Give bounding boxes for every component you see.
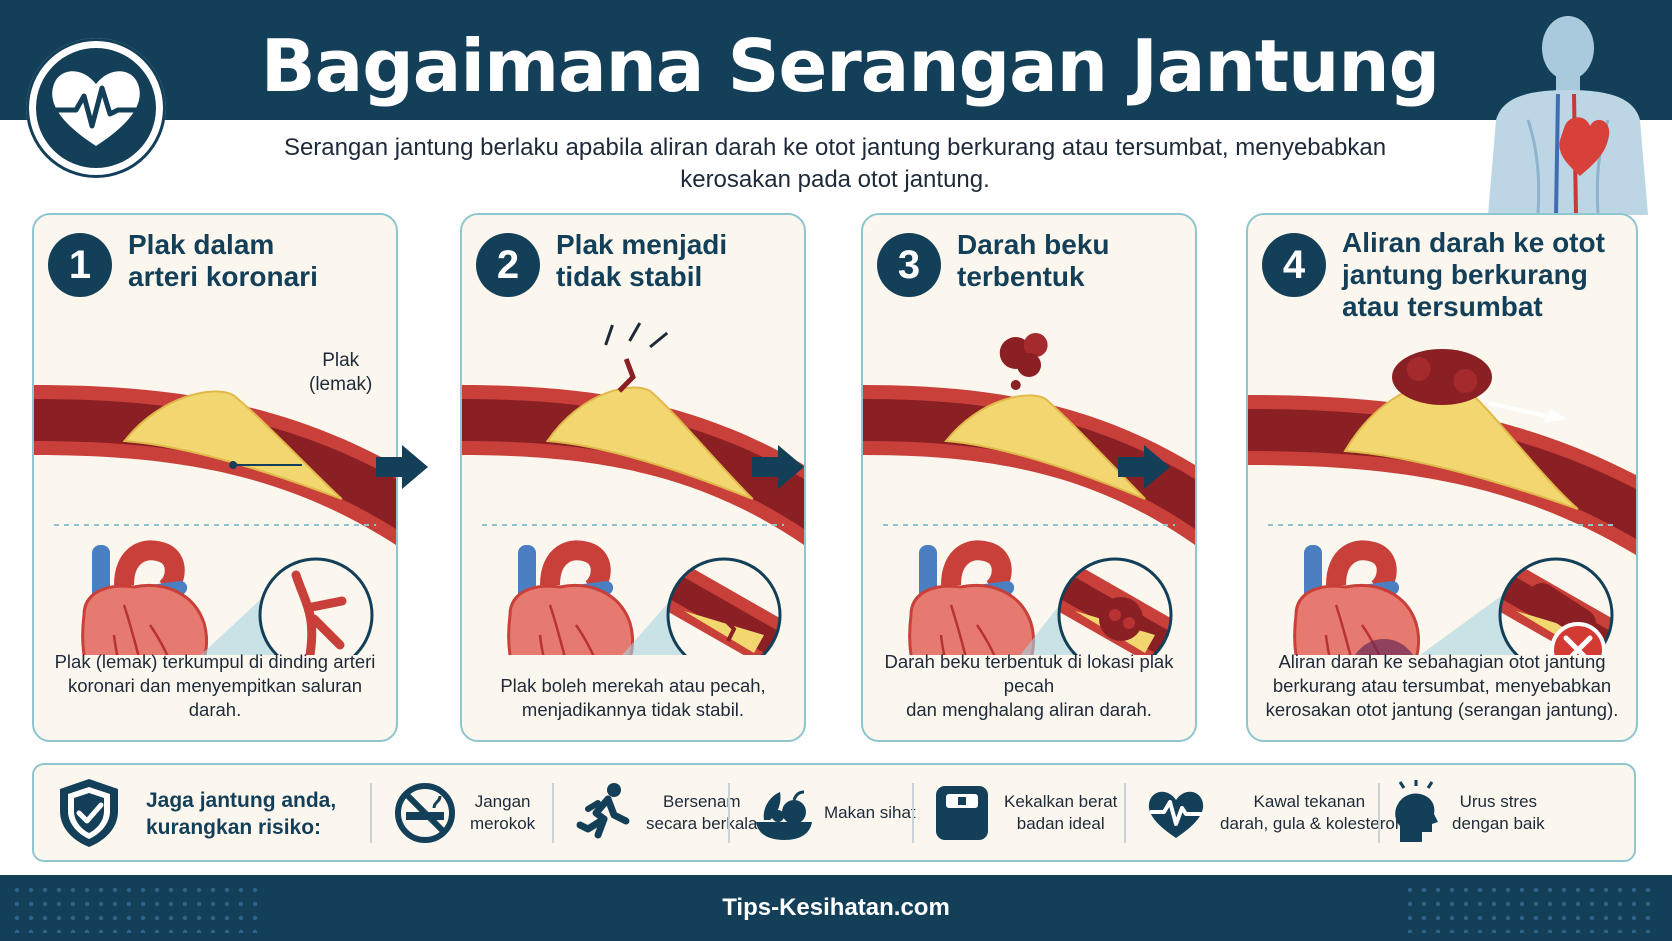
dot-pattern-decoration [1405, 885, 1660, 933]
shield-check-icon [60, 779, 118, 847]
coronary-artery-illustration [462, 322, 804, 545]
tip-healthy-eating: Makan sihat [752, 765, 916, 860]
healthy-food-icon [756, 790, 812, 840]
flow-arrow-icon [1118, 445, 1170, 489]
divider [370, 783, 372, 843]
tip-control-levels: Kawal tekanan darah, gula & kolesterol [1144, 765, 1399, 860]
heart-illustration [507, 540, 635, 655]
footer-band: Tips-Kesihatan.com [0, 875, 1672, 941]
step-number-badge: 1 [48, 233, 112, 297]
heart-pulse-logo-icon [36, 48, 156, 168]
tip-ideal-weight: Kekalkan berat badan ideal [934, 765, 1117, 860]
heart-pulse-icon [1148, 791, 1204, 838]
running-icon [576, 782, 630, 838]
step-illustration [1248, 349, 1636, 655]
artery-magnifier-inset [1057, 557, 1173, 655]
step-description: Plak (lemak) terkumpul di dinding arteri… [54, 651, 376, 720]
artery-magnifier-inset [666, 557, 782, 655]
tip-manage-stress: Urus stres dengan baik [1390, 765, 1545, 860]
step-illustration [863, 333, 1195, 655]
divider [1124, 783, 1126, 843]
no-smoking-icon [395, 782, 455, 843]
plaque-label: Plak(lemak) [309, 350, 373, 395]
page-title: Bagaimana Serangan Jantung Berlaku? [260, 24, 1440, 204]
footer-site-link[interactable]: Tips-Kesihatan.com [722, 894, 950, 921]
weighing-scale-icon [936, 785, 988, 840]
step-illustration [34, 385, 396, 655]
prevention-tips-panel: Jaga jantung anda, kurangkan risiko: Jan… [32, 763, 1636, 862]
coronary-artery-illustration [34, 385, 396, 545]
divider [728, 783, 730, 843]
divider [552, 783, 554, 843]
flow-arrow-icon [752, 445, 804, 489]
step-description: Plak boleh merekah atau pecah,menjadikan… [500, 675, 766, 720]
coronary-artery-illustration [863, 333, 1195, 545]
human-torso-illustration [1488, 16, 1648, 215]
divider [1378, 783, 1380, 843]
tip-no-smoking: Jangan merokok [394, 765, 535, 860]
step-illustration [462, 322, 804, 655]
tips-heading: Jaga jantung anda, kurangkan risiko: [146, 789, 337, 839]
step-number-badge: 4 [1262, 233, 1326, 297]
heart-illustration [1293, 540, 1421, 655]
heart-illustration [81, 540, 209, 655]
step-number-badge: 2 [476, 233, 540, 297]
heart-logo [26, 38, 166, 178]
blocked-x-icon [1550, 622, 1606, 655]
flow-arrow-icon [376, 445, 428, 489]
dot-pattern-decoration [12, 885, 262, 933]
heart-illustration [908, 540, 1036, 655]
coronary-artery-illustration [1248, 349, 1636, 555]
stressed-head-icon [1395, 779, 1438, 842]
artery-magnifier-inset [258, 557, 374, 655]
divider [912, 783, 914, 843]
header-band [0, 0, 1672, 120]
step-description: Darah beku terbentuk di lokasi plak peca… [884, 651, 1174, 720]
step-number-badge: 3 [877, 233, 941, 297]
page-subtitle: Serangan jantung berlaku apabila aliran … [283, 134, 1387, 193]
